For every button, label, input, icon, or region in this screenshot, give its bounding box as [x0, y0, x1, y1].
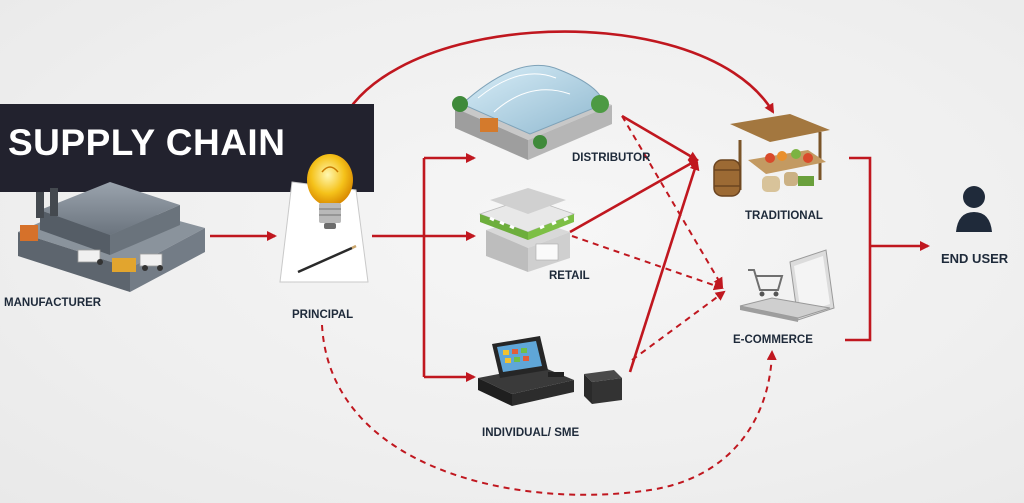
dashed-connectors — [321, 115, 777, 496]
connectors — [210, 30, 930, 382]
market-stall-icon — [713, 114, 830, 197]
arrow-distributor-to-traditional — [621, 114, 699, 162]
label-distributor: DISTRIBUTOR — [572, 152, 651, 164]
dashed-retail-to-ecommerce — [571, 235, 724, 291]
dashed-individual-to-ecommerce — [631, 290, 726, 361]
label-ecommerce: E-COMMERCE — [733, 334, 813, 346]
warehouse-icon — [452, 64, 612, 160]
dashed-distributor-to-ecommerce — [621, 115, 724, 288]
label-individual-sme: INDIVIDUAL/ SME — [482, 427, 580, 439]
lightbulb-idea-icon — [279, 154, 369, 283]
principal-branch-trunk — [372, 158, 426, 377]
diagram-title: SUPPLY CHAIN — [8, 122, 286, 163]
user-icon — [956, 186, 992, 232]
label-retail: RETAIL — [549, 270, 590, 282]
arrow-principal-to-traditional — [331, 30, 775, 151]
end-user-bracket — [845, 156, 872, 342]
pos-register-icon — [478, 336, 622, 406]
arrow-retail-to-traditional — [569, 158, 699, 234]
label-principal: PRINCIPAL — [292, 309, 354, 321]
label-traditional: TRADITIONAL — [745, 210, 823, 222]
arrow-individual-to-traditional — [628, 160, 700, 373]
dashed-arc-principal-to-ecommerce — [321, 324, 777, 496]
label-end-user: END USER — [941, 251, 1009, 266]
shop-icon — [478, 188, 576, 272]
label-manufacturer: MANUFACTURER — [4, 297, 102, 309]
factory-icon — [18, 182, 205, 292]
laptop-cart-icon — [739, 249, 835, 322]
